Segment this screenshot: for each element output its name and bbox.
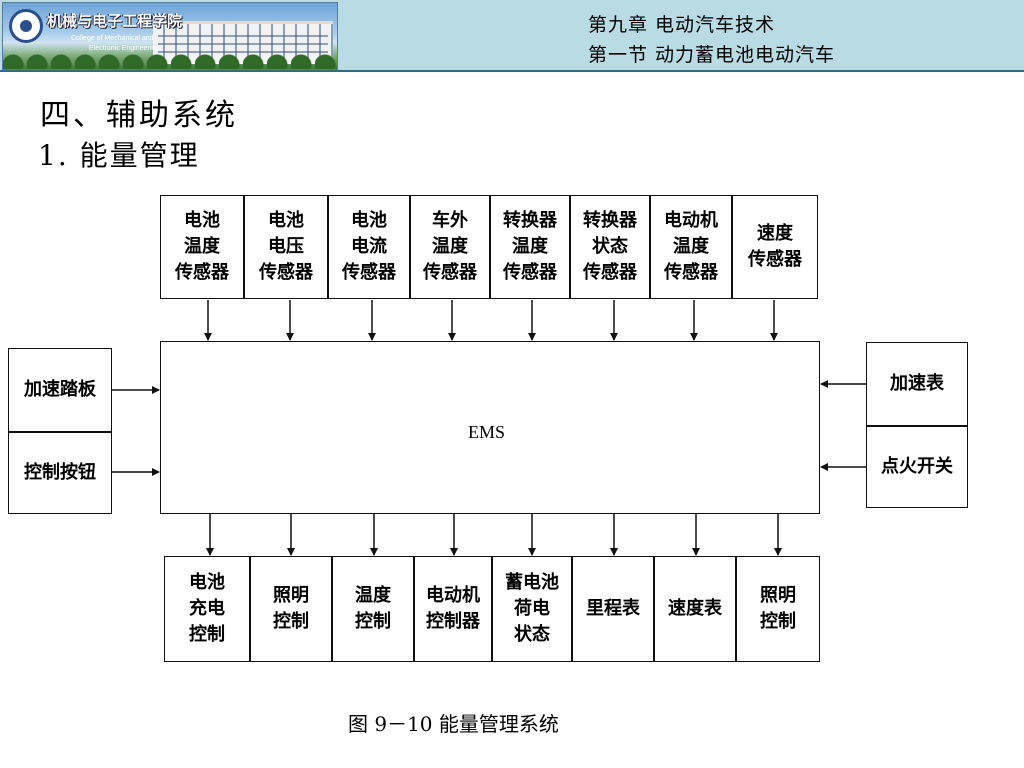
top-input-box: 转换器 状态 传感器: [570, 195, 650, 299]
trees-image: [3, 51, 337, 69]
right-input-box: 点火开关: [866, 426, 968, 508]
chapter-title: 第九章 电动汽车技术: [588, 14, 776, 36]
left-input-box: 控制按钮: [8, 432, 112, 514]
bottom-output-box: 照明 控制: [250, 556, 332, 662]
college-name: 机械与电子工程学院: [47, 12, 183, 30]
top-input-box: 车外 温度 传感器: [410, 195, 490, 299]
college-english-name-line2: Electronic Engineering: [89, 45, 160, 52]
bottom-output-box: 里程表: [572, 556, 654, 662]
bottom-output-box: 照明 控制: [736, 556, 820, 662]
top-input-box: 转换器 温度 传感器: [490, 195, 570, 299]
top-input-box: 电动机 温度 传感器: [650, 195, 732, 299]
figure-caption: 图 9－10 能量管理系统: [348, 712, 559, 736]
bottom-output-box: 蓄电池 荷电 状态: [492, 556, 572, 662]
college-emblem-icon: [9, 9, 43, 43]
college-english-name-line1: College of Mechanical and: [71, 35, 154, 42]
section-title: 第一节 动力蓄电池电动汽车: [588, 44, 836, 66]
left-input-box: 加速踏板: [8, 348, 112, 432]
slide-subheading: 1. 能量管理: [38, 139, 200, 172]
ems-label: EMS: [468, 422, 506, 442]
top-input-box: 电池 电流 传感器: [328, 195, 410, 299]
bottom-output-box: 温度 控制: [332, 556, 414, 662]
college-logo-banner: 机械与电子工程学院 College of Mechanical and Elec…: [2, 2, 338, 70]
top-input-box: 电池 温度 传感器: [160, 195, 244, 299]
bottom-output-box: 速度表: [654, 556, 736, 662]
bottom-output-box: 电池 充电 控制: [164, 556, 250, 662]
bottom-output-box: 电动机 控制器: [414, 556, 492, 662]
slide-header: 机械与电子工程学院 College of Mechanical and Elec…: [0, 0, 1024, 72]
right-input-box: 加速表: [866, 342, 968, 426]
ems-block: [160, 341, 820, 514]
top-input-box: 速度 传感器: [732, 195, 818, 299]
top-input-box: 电池 电压 传感器: [244, 195, 328, 299]
slide-heading: 四、辅助系统: [40, 98, 238, 133]
